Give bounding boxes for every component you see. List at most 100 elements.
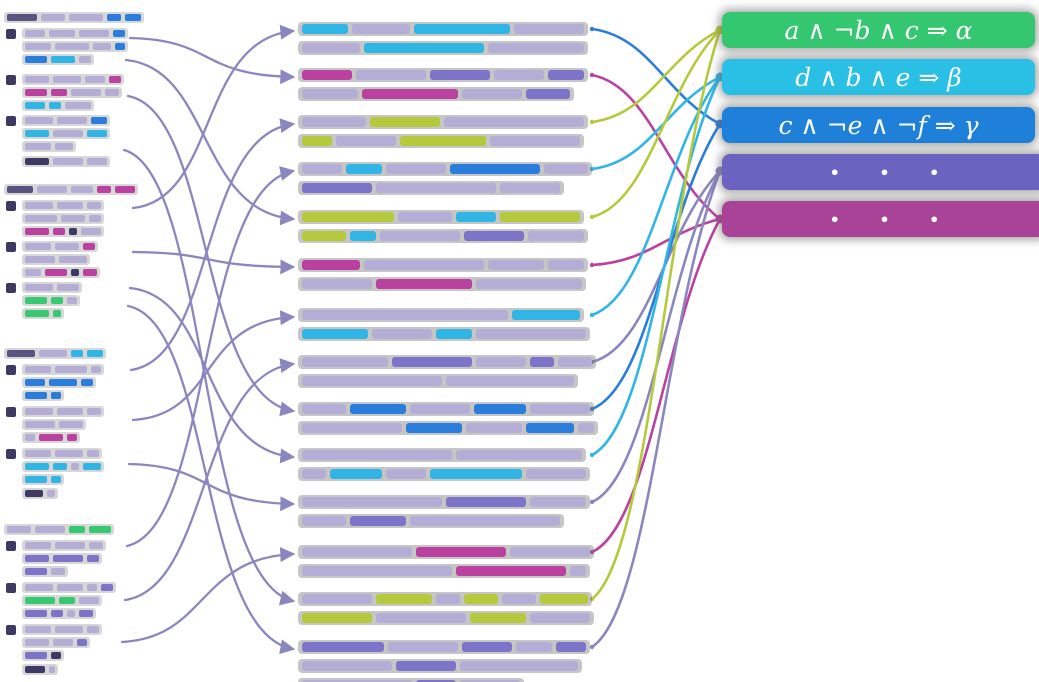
text-pill (53, 76, 81, 83)
text-pill (416, 547, 506, 557)
card-text-line (22, 637, 90, 648)
text-pill (25, 450, 51, 457)
rule-beta-label: d ∧ b ∧ e ⇒ β (795, 62, 962, 92)
bullet-marker (6, 116, 16, 126)
text-pill (25, 584, 53, 591)
text-pill (302, 310, 508, 320)
card-text-line (22, 582, 116, 593)
card-text-line (22, 156, 110, 167)
card-text-line (22, 295, 80, 306)
rule-box-ellipsis-2: • • • (722, 201, 1039, 237)
text-pill (540, 594, 588, 604)
text-pill (302, 70, 352, 80)
text-pill (85, 76, 105, 83)
text-pill (302, 661, 392, 671)
snippet-line (298, 327, 590, 341)
text-pill (51, 89, 67, 96)
text-pill (528, 231, 584, 241)
text-pill (53, 158, 83, 165)
snippet-line (298, 87, 574, 101)
bullet-marker (6, 625, 16, 635)
text-pill (302, 594, 372, 604)
text-pill (35, 526, 65, 533)
text-pill (456, 566, 566, 576)
card-text-line (22, 390, 64, 401)
card-text-line (22, 624, 102, 635)
text-pill (87, 626, 99, 633)
text-pill (302, 516, 346, 526)
text-pill (466, 423, 522, 433)
text-pill (81, 379, 93, 386)
text-pill (49, 666, 55, 673)
text-pill (39, 350, 67, 357)
text-pill (41, 14, 65, 21)
text-pill (55, 43, 89, 50)
text-pill (71, 463, 79, 470)
text-pill (51, 476, 61, 483)
text-pill (25, 597, 55, 604)
text-pill (302, 89, 358, 99)
text-pill (356, 70, 426, 80)
text-pill (55, 143, 73, 150)
text-pill (462, 89, 522, 99)
text-pill (476, 279, 582, 289)
snippet-row (298, 68, 598, 106)
text-pill (125, 14, 141, 21)
text-pill (25, 392, 47, 399)
card-text-line (22, 141, 76, 152)
text-pill (302, 450, 452, 460)
text-pill (93, 43, 111, 50)
snippet-line (298, 41, 588, 55)
text-pill (302, 231, 346, 241)
text-pill (516, 642, 552, 652)
card-text-line (22, 488, 58, 499)
text-pill (53, 130, 83, 137)
rule-link-start-dot (589, 214, 595, 220)
bullet-marker (6, 449, 16, 459)
snippet-line (298, 258, 588, 272)
card-text-line (22, 282, 82, 293)
text-pill (69, 526, 85, 533)
rule-link-start-dot (589, 452, 595, 458)
snippet-line (298, 162, 592, 176)
text-pill (57, 117, 87, 124)
rule-link-curve (590, 169, 722, 649)
rule-link-curve (590, 28, 722, 601)
text-pill (67, 610, 75, 617)
text-pill (109, 76, 121, 83)
text-pill (500, 183, 560, 193)
text-pill (514, 24, 584, 34)
text-pill (364, 260, 484, 270)
text-pill (87, 450, 99, 457)
document-link-curve (131, 250, 296, 275)
text-pill (101, 584, 113, 591)
text-pill (25, 366, 51, 373)
text-pill (105, 89, 119, 96)
text-pill (77, 639, 87, 646)
text-pill (7, 14, 37, 21)
rule-gamma-label: c ∧ ¬e ∧ ¬f ⇒ γ (778, 110, 979, 140)
text-pill (57, 408, 83, 415)
text-pill (444, 117, 584, 127)
text-pill (45, 269, 67, 276)
snippet-row (298, 115, 598, 153)
text-pill (446, 497, 526, 507)
text-pill (530, 497, 586, 507)
text-pill (336, 136, 396, 146)
text-pill (25, 310, 49, 317)
text-pill (25, 30, 45, 37)
snippet-row (298, 162, 598, 200)
bullet-marker (6, 583, 16, 593)
text-pill (526, 423, 574, 433)
text-pill (386, 469, 426, 479)
text-pill (302, 423, 402, 433)
text-pill (7, 186, 33, 193)
text-pill (55, 450, 83, 457)
text-pill (302, 469, 326, 479)
rule-link-curve (590, 217, 722, 554)
text-pill (25, 56, 47, 63)
text-pill (302, 357, 388, 367)
rule-box-ellipsis-1: • • • (722, 154, 1039, 190)
rule-link-curve (590, 75, 722, 171)
